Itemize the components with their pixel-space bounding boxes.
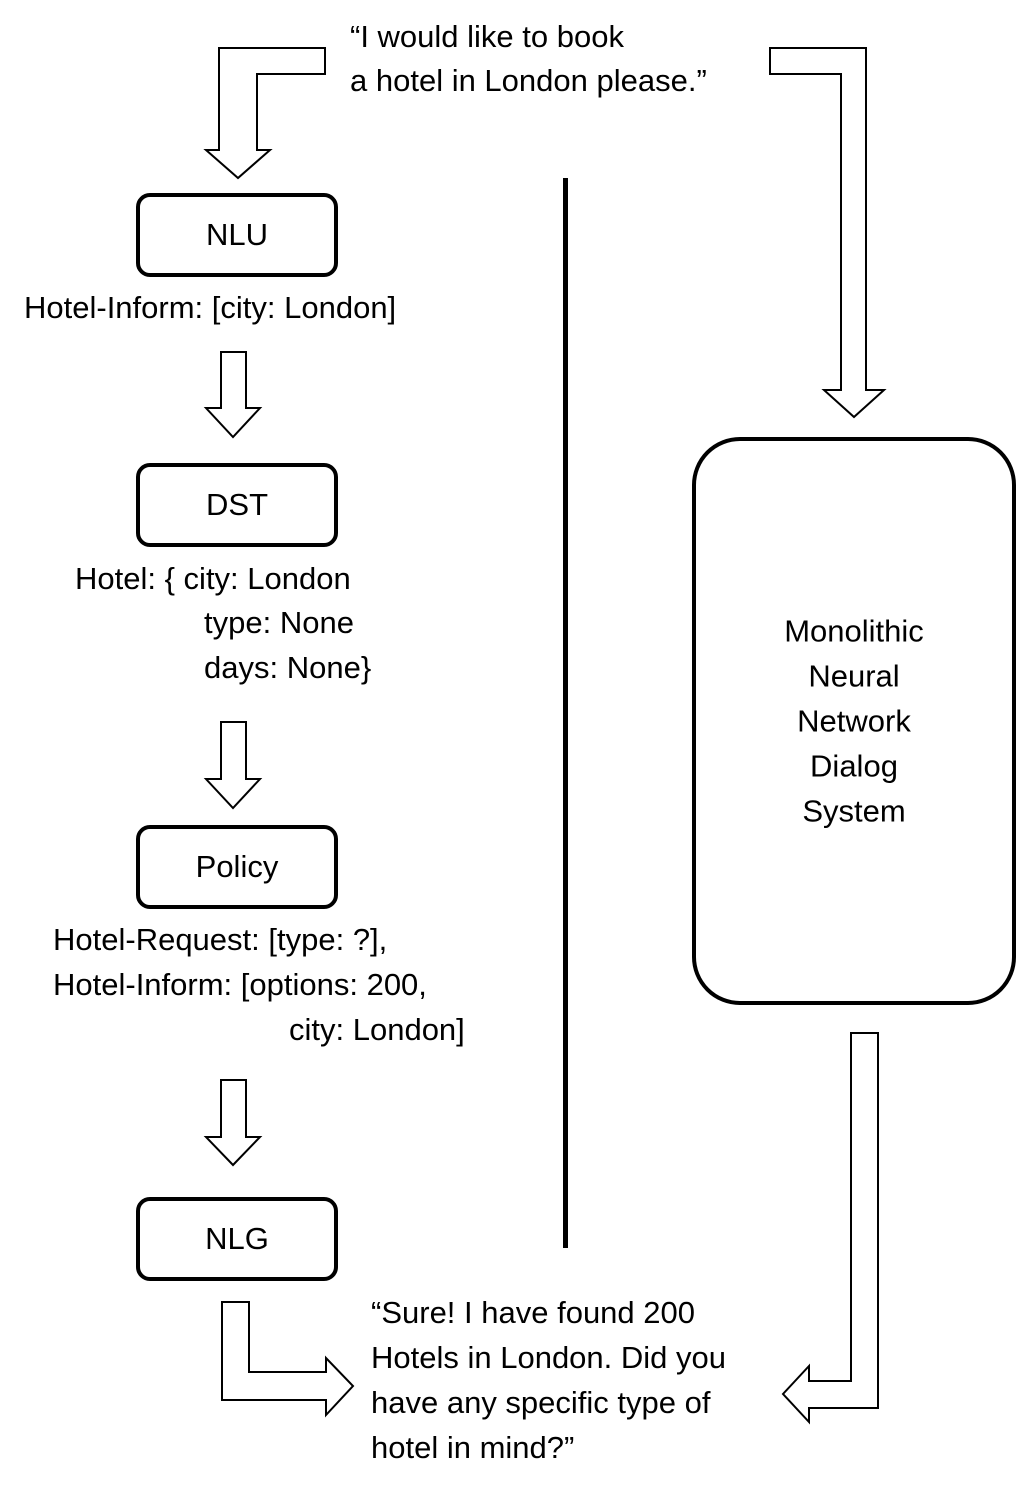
monolithic-system-label: Monolithic Neural Network Dialog System — [696, 609, 1012, 834]
arrow-utterance-to-monolithic — [769, 47, 887, 419]
monolithic-label-line: Monolithic — [784, 613, 924, 649]
arrow-dst-to-policy — [203, 721, 263, 810]
arrow-nlu-to-dst — [203, 351, 263, 439]
dst-label: DST — [206, 487, 268, 522]
monolithic-system-box: Monolithic Neural Network Dialog System — [692, 437, 1016, 1005]
nlu-output: Hotel-Inform: [city: London] — [24, 290, 397, 325]
dst-output-line-3: days: None} — [204, 650, 372, 685]
policy-box: Policy — [136, 825, 338, 909]
policy-output-line-1: Hotel-Request: [type: ?], — [53, 922, 388, 957]
policy-output-line-2: Hotel-Inform: [options: 200, — [53, 967, 427, 1002]
arrow-utterance-to-nlu — [203, 47, 326, 180]
system-response-line-2: Hotels in London. Did you — [371, 1340, 727, 1375]
nlg-box: NLG — [136, 1197, 338, 1281]
monolithic-label-line: System — [802, 793, 906, 829]
nlg-label: NLG — [205, 1221, 269, 1256]
nlu-box: NLU — [136, 193, 338, 277]
nlu-label: NLU — [205, 217, 268, 252]
dst-output-line-1: Hotel: { city: London — [75, 561, 351, 596]
system-response-line-1: “Sure! I have found 200 — [371, 1295, 696, 1330]
user-utterance-line-2: a hotel in London please.” — [350, 63, 707, 98]
system-response-line-3: have any specific type of — [371, 1385, 711, 1420]
monolithic-label-line: Network — [797, 703, 911, 739]
monolithic-label-line: Dialog — [810, 748, 898, 784]
arrow-nlg-to-response — [221, 1301, 355, 1418]
dst-output-line-2: type: None — [204, 605, 354, 640]
arrow-policy-to-nlg — [203, 1079, 263, 1167]
dst-box: DST — [136, 463, 338, 547]
policy-output-line-3: city: London] — [289, 1012, 465, 1047]
monolithic-label-line: Neural — [808, 658, 900, 694]
user-utterance-line-1: “I would like to book — [350, 19, 624, 54]
policy-label: Policy — [195, 849, 279, 884]
arrow-monolithic-to-response — [781, 1032, 879, 1425]
system-response-line-4: hotel in mind?” — [371, 1430, 575, 1465]
divider-line — [563, 178, 568, 1248]
